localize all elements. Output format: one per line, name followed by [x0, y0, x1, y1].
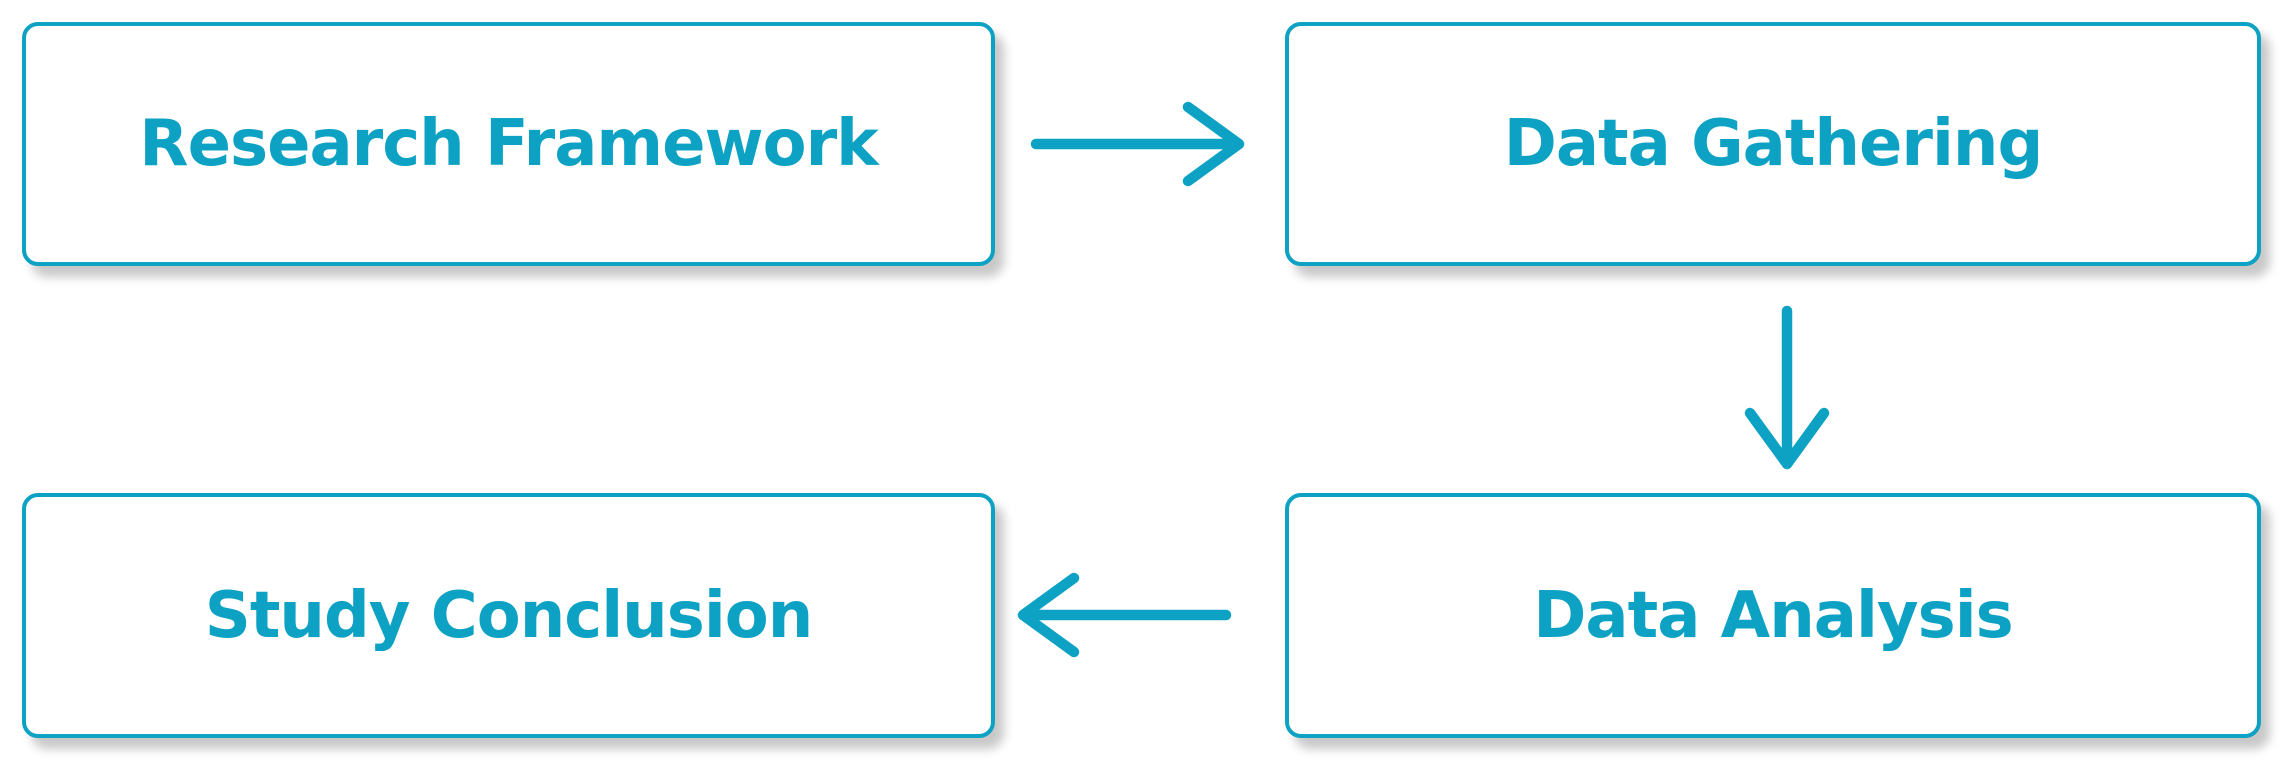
node-study-conclusion: Study Conclusion: [22, 493, 995, 738]
node-research-framework: Research Framework: [22, 22, 995, 266]
node-data-gathering: Data Gathering: [1285, 22, 2261, 266]
node-data-analysis-label: Data Analysis: [1533, 578, 2013, 653]
node-data-gathering-label: Data Gathering: [1503, 107, 2044, 181]
node-study-conclusion-label: Study Conclusion: [204, 578, 814, 653]
arrow-down-icon: [1744, 305, 1830, 470]
node-research-framework-label: Research Framework: [139, 107, 878, 181]
node-data-analysis: Data Analysis: [1285, 493, 2261, 738]
arrow-left-icon: [1017, 572, 1232, 658]
arrow-right-icon: [1030, 101, 1245, 187]
